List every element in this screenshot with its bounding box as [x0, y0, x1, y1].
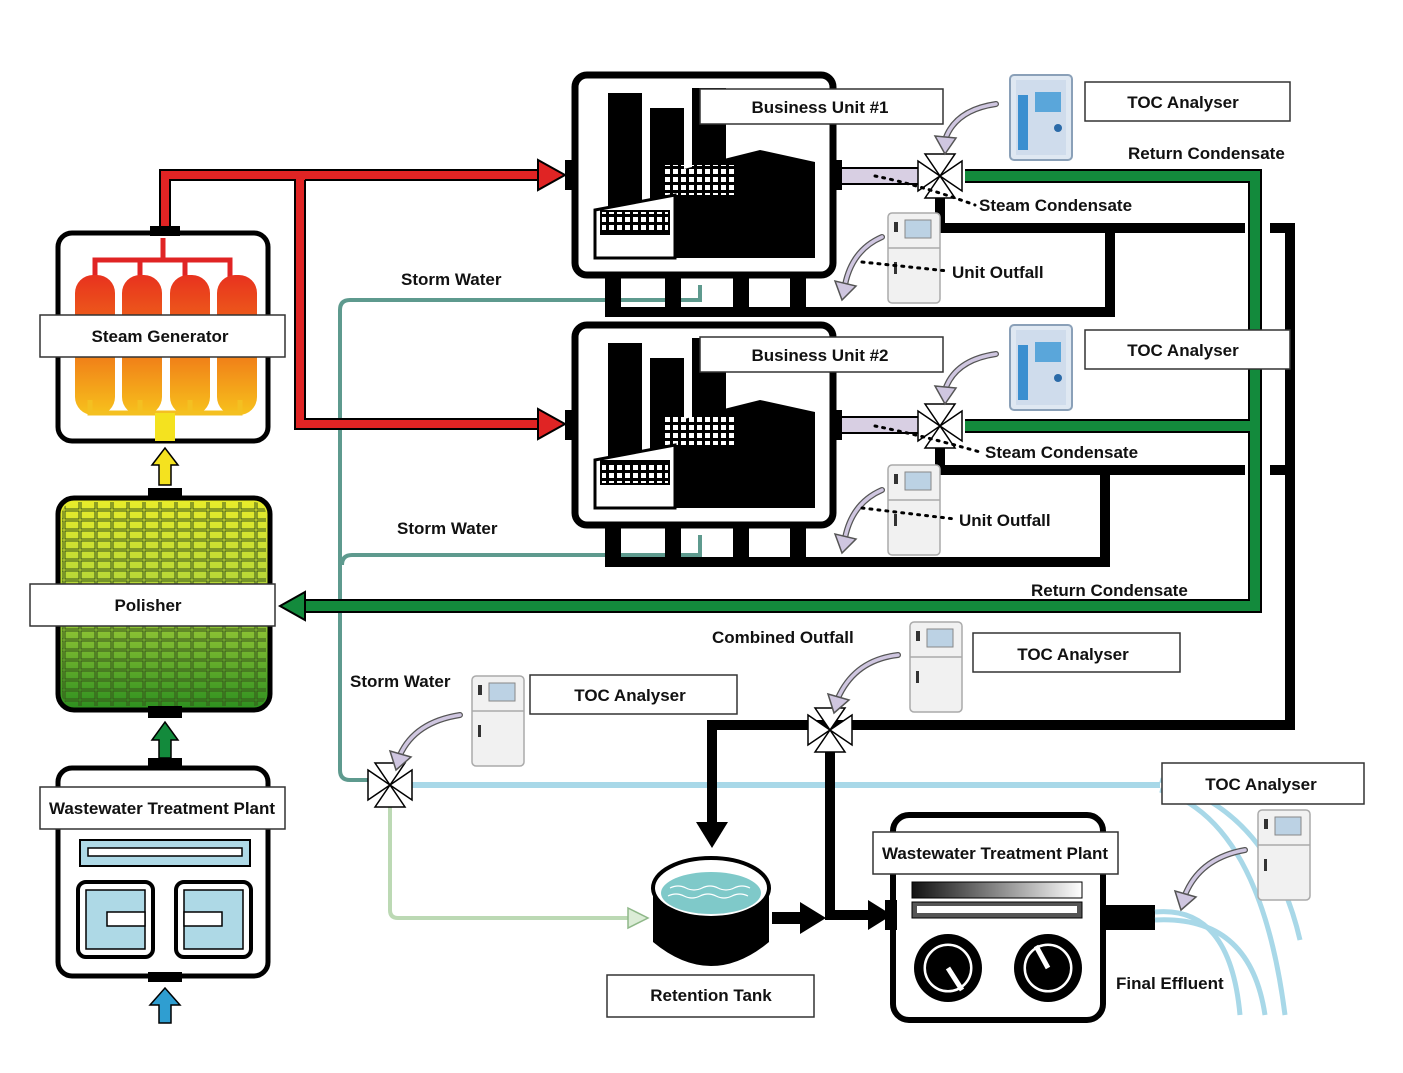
storm-branch-pipe — [388, 800, 630, 920]
toc-label-final: TOC Analyser — [1161, 762, 1365, 805]
svg-text:TOC Analyser: TOC Analyser — [1205, 775, 1317, 794]
steam-generator: Steam Generator — [39, 226, 286, 444]
wwtp-source: Wastewater Treatment Plant — [39, 758, 286, 982]
storm-water-label-2: Storm Water — [397, 519, 498, 538]
toc-label-storm: TOC Analyser — [529, 674, 738, 715]
outfall-arrow-tank — [696, 822, 728, 848]
valve-bu1[interactable] — [917, 153, 963, 199]
outfall-pipe — [605, 190, 1295, 920]
storm-branch-arrow — [627, 906, 650, 930]
unit-outfall-label-2: Unit Outfall — [959, 511, 1051, 530]
business-unit-1-label: Business Unit #1 — [752, 98, 889, 117]
return-condensate-label-1: Return Condensate — [1128, 144, 1285, 163]
storm-water-pipe — [338, 285, 702, 782]
outfall-arrow-wwtp — [868, 900, 892, 930]
steam-condensate-label-1: Steam Condensate — [979, 196, 1132, 215]
outfall-sampler-device-1[interactable] — [887, 212, 941, 304]
toc-analyser-device-final[interactable] — [1257, 809, 1311, 901]
valve-storm[interactable] — [367, 762, 413, 808]
valve-bu2[interactable] — [917, 403, 963, 449]
wwtp-final: Wastewater Treatment Plant — [872, 812, 1119, 1023]
storm-water-label-1: Storm Water — [401, 270, 502, 289]
toc-label-combined: TOC Analyser — [972, 632, 1181, 673]
retention-tank: Retention Tank — [606, 856, 815, 1018]
wwtp-final-label: Wastewater Treatment Plant — [882, 844, 1108, 863]
feed-arrow-wwtp — [148, 986, 182, 1024]
steam-arrow-bu2 — [537, 407, 568, 441]
steam-condensate-connector-1 — [839, 167, 921, 185]
return-condensate-label-2: Return Condensate — [1031, 581, 1188, 600]
valve-combined[interactable] — [807, 707, 853, 753]
svg-text:TOC Analyser: TOC Analyser — [574, 686, 686, 705]
business-unit-1: Business Unit #1 — [565, 71, 944, 312]
toc-analyser-device-combined[interactable] — [909, 621, 963, 713]
feed-arrow-polisher — [150, 720, 180, 759]
business-unit-2-label: Business Unit #2 — [752, 346, 889, 365]
leader-lines — [860, 174, 982, 521]
steam-arrow-bu1 — [537, 158, 568, 192]
final-effluent-label: Final Effluent — [1116, 974, 1224, 993]
toc-analyser-device-bu2[interactable] — [1009, 324, 1073, 411]
combined-outfall-label: Combined Outfall — [712, 628, 854, 647]
feed-arrow-steam — [150, 446, 180, 486]
outfall-sampler-device-2[interactable] — [887, 464, 941, 556]
toc-analyser-device-bu1[interactable] — [1009, 74, 1073, 161]
return-condensate-arrow — [277, 590, 306, 622]
tank-outlet-arrow — [800, 902, 826, 934]
storm-water-label-3: Storm Water — [350, 672, 451, 691]
steam-condensate-label-2: Steam Condensate — [985, 443, 1138, 462]
svg-text:TOC Analyser: TOC Analyser — [1127, 93, 1239, 112]
polisher: Polisher — [29, 488, 276, 718]
business-unit-2: Business Unit #2 — [565, 321, 944, 562]
wwtp-source-label: Wastewater Treatment Plant — [49, 799, 275, 818]
steam-generator-label: Steam Generator — [92, 327, 229, 346]
svg-text:TOC Analyser: TOC Analyser — [1017, 645, 1129, 664]
toc-analyser-device-storm[interactable] — [471, 675, 525, 767]
polisher-label: Polisher — [114, 596, 181, 615]
return-condensate-pipe — [300, 169, 1262, 613]
retention-tank-label: Retention Tank — [650, 986, 772, 1005]
unit-outfall-label-1: Unit Outfall — [952, 263, 1044, 282]
svg-text:TOC Analyser: TOC Analyser — [1127, 341, 1239, 360]
toc-label-bu2: TOC Analyser — [1084, 329, 1291, 370]
steam-condensate-connector-2 — [839, 416, 921, 434]
toc-label-bu1: TOC Analyser — [1084, 81, 1291, 122]
wwtp-outlet-pipe — [1100, 905, 1155, 930]
